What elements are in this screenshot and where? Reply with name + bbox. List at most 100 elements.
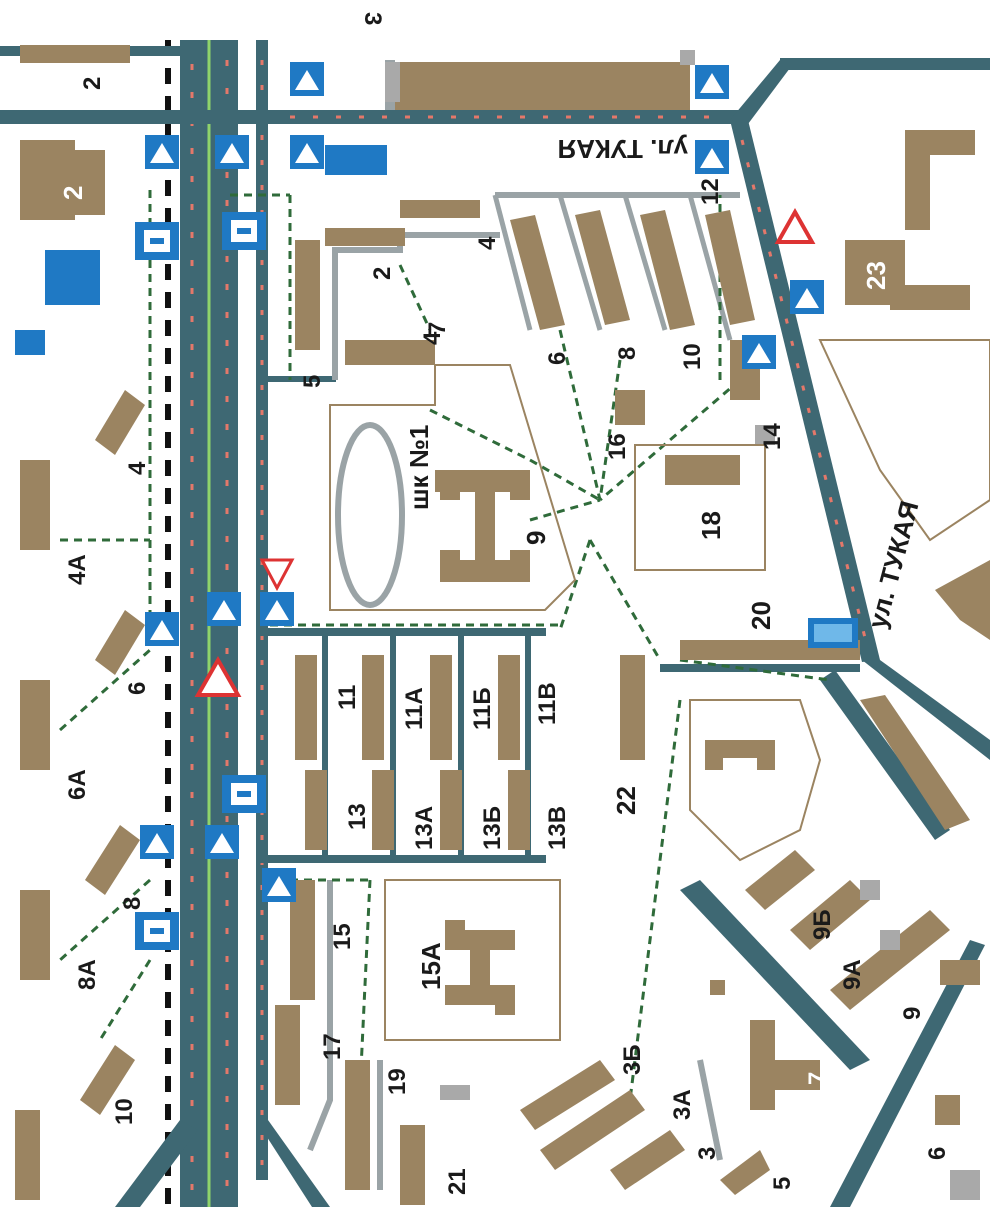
children-warning-sign-icon	[774, 207, 816, 244]
street-name-top: ул. ТУКАЯ	[558, 134, 688, 164]
house-number: 15А	[416, 942, 446, 990]
house-number: 6	[124, 682, 151, 695]
gray-buildings	[385, 50, 980, 1200]
buildings	[15, 45, 990, 1205]
house-number: 13	[344, 803, 371, 830]
signs	[135, 62, 858, 950]
house-number: 11Б	[469, 687, 496, 730]
house-number: 5	[769, 1177, 796, 1190]
house-number: 15	[329, 923, 356, 950]
house-number: 23	[861, 261, 891, 290]
kindergarten-15a	[384, 879, 561, 1041]
house-number: 8	[119, 897, 146, 910]
area-outline-right	[818, 339, 990, 542]
road-lower-left	[115, 1120, 198, 1207]
crossing-sign-icon	[215, 135, 249, 169]
house-number: 3	[359, 12, 386, 25]
house-number: 6	[544, 352, 571, 365]
road-south-diag-2	[680, 880, 870, 1070]
house-number: 17	[319, 1033, 346, 1060]
driveway-4	[557, 194, 603, 331]
house-number: 4А	[64, 554, 91, 585]
road-school-south	[256, 628, 546, 636]
yield-sign-icon	[259, 558, 295, 592]
road-block-lane-1	[322, 636, 328, 861]
road-lower-right-curve	[256, 1120, 330, 1207]
crossing-sign-icon	[260, 592, 294, 626]
street-name-right: ул. ТУКАЯ	[862, 498, 925, 632]
house-number: 4	[124, 461, 151, 475]
bus-stop-sign-icon	[135, 912, 179, 950]
house-number: 13В	[544, 806, 571, 850]
road-block-lane-3	[458, 636, 464, 861]
driveway-7	[307, 880, 333, 1152]
house-number: 22	[611, 786, 641, 815]
house-number: 20	[746, 601, 776, 630]
crossing-sign-icon	[205, 825, 239, 859]
road-mid-right	[660, 664, 860, 672]
roads	[0, 40, 990, 1207]
house-number: 3Б	[619, 1044, 646, 1075]
house-number: 3	[694, 1147, 721, 1160]
house-number: 5	[299, 375, 326, 388]
crossing-sign-icon	[262, 868, 296, 902]
crossing-sign-icon	[145, 135, 179, 169]
crossing-sign-icon	[207, 592, 241, 626]
school-stadium	[335, 422, 405, 608]
house-number: 18	[696, 511, 726, 540]
house-number: 14	[759, 423, 786, 450]
crossing-sign-icon	[695, 140, 729, 174]
house-number: 6	[924, 1147, 951, 1160]
house-number: 2	[79, 77, 106, 90]
driveway-1	[332, 232, 500, 380]
house-number: 13Б	[479, 806, 506, 850]
road-southeast-2	[820, 670, 950, 840]
house-number: 7	[424, 322, 451, 335]
tukaya-street	[730, 120, 880, 662]
road-block-lane-2	[390, 636, 396, 861]
block-20	[689, 699, 822, 862]
house-number: 11В	[534, 682, 561, 725]
house-number: 4	[419, 331, 446, 345]
parking-sign-icon	[808, 618, 858, 648]
house-number: 9А	[839, 959, 866, 990]
road-block-lane-4	[525, 636, 531, 861]
house-number: 21	[444, 1168, 471, 1195]
blue-areas	[15, 145, 387, 355]
house-number: 9Б	[809, 909, 836, 940]
driveway-6	[687, 194, 733, 341]
driveway-5	[622, 194, 668, 331]
house-number: 2	[369, 267, 396, 280]
tukaya-north-branch	[730, 60, 790, 124]
tukaya-street-arrows	[740, 139, 870, 651]
house-number: 3А	[669, 1089, 696, 1120]
crossing-sign-icon	[145, 612, 179, 646]
crossing-sign-icon	[790, 280, 824, 314]
house-number: 10	[111, 1098, 138, 1125]
school-area: шк №1 9	[329, 364, 577, 611]
crossing-sign-icon	[742, 335, 776, 369]
road-southeast	[862, 660, 990, 760]
house-number: 13А	[411, 806, 438, 850]
driveway-10	[697, 1059, 723, 1161]
school-building	[435, 470, 530, 582]
kindergarten-18	[634, 444, 766, 571]
bus-stop-sign-icon	[222, 212, 266, 250]
crossing-sign-icon	[695, 65, 729, 99]
house-number: 10	[679, 343, 706, 370]
bus-stop-sign-icon	[135, 222, 179, 260]
road-to-house-5	[256, 376, 336, 382]
house-number: 2	[58, 186, 88, 200]
house-number: 9	[899, 1007, 926, 1020]
house-number: 8	[614, 347, 641, 360]
children-warning-sign-icon	[194, 655, 242, 697]
crossing-sign-icon	[140, 825, 174, 859]
school-fence	[329, 364, 577, 611]
crossing-sign-icon	[290, 62, 324, 96]
road-south-diag	[830, 940, 985, 1207]
house-number: 16	[604, 433, 631, 460]
school-number: 9	[521, 531, 551, 545]
house-numbers: 3 2 2 4 2 4 6 8 10 12 5 7 16 14 18 23 4 …	[58, 12, 951, 1195]
house-number: 11А	[401, 687, 428, 730]
house-number: 11	[334, 685, 361, 710]
